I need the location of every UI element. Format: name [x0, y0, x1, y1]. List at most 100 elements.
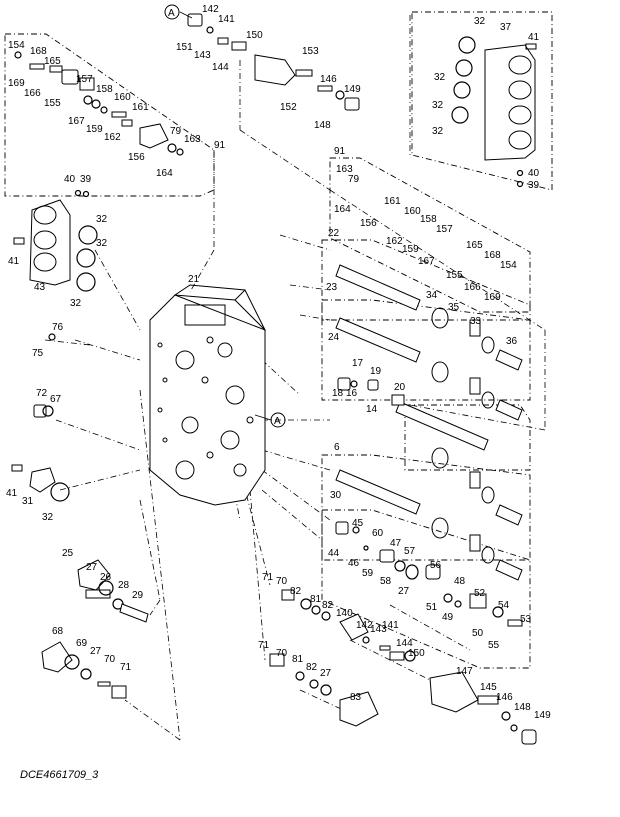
callout: 76 — [52, 322, 64, 333]
callout: 27 — [90, 646, 102, 657]
callout: 70 — [104, 654, 116, 665]
callout: 51 — [426, 602, 438, 613]
callout: 141 — [382, 620, 399, 631]
callout: 162 — [104, 132, 121, 143]
callout: 47 — [390, 538, 402, 549]
callout: 70 — [276, 576, 288, 587]
callout: 32 — [432, 126, 444, 137]
callout: 59 — [362, 568, 374, 579]
callout: 6 — [334, 442, 340, 453]
callout: 149 — [534, 710, 551, 721]
callout: 166 — [24, 88, 41, 99]
cover-top-right — [451, 36, 537, 188]
callout: 36 — [506, 336, 518, 347]
callout: 41 — [8, 256, 20, 267]
callout: 142 — [356, 620, 373, 631]
callout: 146 — [320, 74, 337, 85]
callout: 19 — [370, 366, 382, 377]
callout: 83 — [350, 692, 362, 703]
callout: 67 — [50, 394, 62, 405]
callout: 33 — [470, 316, 482, 327]
view-marker-top — [164, 4, 180, 20]
callout: 26 — [100, 572, 112, 583]
callout: 167 — [418, 256, 435, 267]
callout: 81 — [292, 654, 304, 665]
callout: 32 — [432, 100, 444, 111]
spools — [335, 264, 523, 581]
callout: 162 — [386, 236, 403, 247]
callout: 157 — [76, 74, 93, 85]
callout: 144 — [396, 638, 413, 649]
callout: 20 — [394, 382, 406, 393]
callout: 168 — [30, 46, 47, 57]
callout: 143 — [370, 624, 387, 635]
callout: 82 — [306, 662, 318, 673]
callout: 150 — [246, 30, 263, 41]
callout: 169 — [484, 292, 501, 303]
callout: 40 — [64, 174, 76, 185]
group-box-spool-30 — [321, 454, 531, 561]
callout: 154 — [500, 260, 517, 271]
callout: 56 — [430, 560, 442, 571]
callout: 37 — [500, 22, 512, 33]
callout: 71 — [120, 662, 132, 673]
callout: 52 — [474, 588, 486, 599]
callout: 23 — [326, 282, 338, 293]
callout: 140 — [336, 608, 353, 619]
callout: 153 — [302, 46, 319, 57]
callout: 54 — [498, 600, 510, 611]
callout: 17 — [352, 358, 364, 369]
callout: 29 — [132, 590, 144, 601]
callout: 27 — [86, 562, 98, 573]
callout: 14 — [366, 404, 378, 415]
callout: 91 — [214, 140, 226, 151]
callout: 156 — [128, 152, 145, 163]
callout: 46 — [348, 558, 360, 569]
relief-valve-top-center — [187, 13, 360, 111]
callout: 143 — [194, 50, 211, 61]
callout: 151 — [176, 42, 193, 53]
callout: 31 — [22, 496, 34, 507]
callout: 32 — [434, 72, 446, 83]
group-box-spool-24 — [321, 299, 531, 401]
callout: 142 — [202, 4, 219, 15]
callout: 156 — [360, 218, 377, 229]
callout: 32 — [474, 16, 486, 27]
callout: 157 — [436, 224, 453, 235]
callout: 91 — [334, 146, 346, 157]
drawing-caption: DCE4661709_3 — [20, 769, 99, 781]
callout: 82 — [290, 586, 302, 597]
callout: 18 — [332, 388, 344, 399]
lower-center-parts — [269, 589, 537, 745]
callout: 161 — [132, 102, 149, 113]
view-marker-top-label: A — [168, 8, 175, 19]
lower-valve-parts — [335, 521, 523, 627]
callout: 55 — [488, 640, 500, 651]
callout: 165 — [44, 56, 61, 67]
callout: 41 — [528, 32, 540, 43]
callout: 57 — [404, 546, 416, 557]
callout: 161 — [384, 196, 401, 207]
callout: 44 — [328, 548, 340, 559]
callout: 148 — [314, 120, 331, 131]
callout: 69 — [76, 638, 88, 649]
callout: 50 — [472, 628, 484, 639]
callout: 166 — [464, 282, 481, 293]
callout: 49 — [442, 612, 454, 623]
callout-labels: 154 168 165 169 166 155 157 158 160 161 … — [6, 4, 551, 721]
lower-left-parts — [41, 559, 149, 699]
callout: 159 — [86, 124, 103, 135]
group-box-top-left-relief — [4, 33, 215, 197]
callout: 164 — [156, 168, 173, 179]
callout: 163 — [184, 134, 201, 145]
view-markers: A A — [164, 4, 286, 428]
callout: 72 — [36, 388, 48, 399]
callout: 71 — [258, 640, 270, 651]
group-box-top-right-cover — [411, 11, 553, 191]
callout: 58 — [380, 576, 392, 587]
callout: 81 — [310, 594, 322, 605]
callout: 150 — [408, 648, 425, 659]
callout: 159 — [402, 244, 419, 255]
callout: 70 — [276, 648, 288, 659]
callout: 21 — [188, 274, 200, 285]
